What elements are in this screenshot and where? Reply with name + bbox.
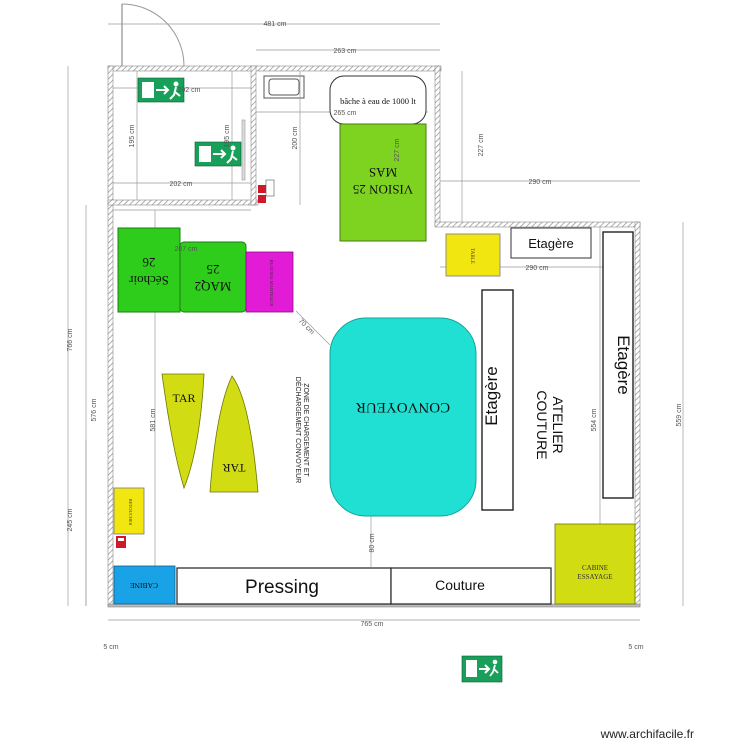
svg-text:202 cm: 202 cm	[170, 181, 193, 188]
dryer-label-1: Séchoir	[128, 273, 168, 288]
svg-text:5 cm: 5 cm	[628, 644, 643, 651]
svg-text:202 cm: 202 cm	[178, 87, 201, 94]
wall-partition-h	[107, 199, 259, 206]
ironing-table-2-label: TAR	[222, 461, 245, 475]
wall-right	[634, 221, 641, 607]
maq-label-1: MAQ2	[195, 279, 232, 294]
exit-sign-icon	[137, 77, 185, 103]
svg-text:COUTURE: COUTURE	[534, 390, 550, 459]
door	[121, 3, 185, 67]
workshop-label: ATELIER COUTURE	[534, 390, 566, 459]
water-tank-label: bâche à eau de 1000 lt	[340, 96, 416, 106]
svg-text:227 cm: 227 cm	[394, 138, 401, 161]
cabin-blue: CABINE	[113, 565, 176, 605]
exit-sign-icon	[461, 655, 503, 683]
svg-text:245 cm: 245 cm	[67, 508, 74, 531]
svg-text:5 cm: 5 cm	[103, 644, 118, 651]
dryer: Séchoir 26	[117, 227, 181, 313]
shelf-top-label: Etagère	[528, 236, 574, 251]
svg-text:227 cm: 227 cm	[478, 133, 485, 156]
svg-text:195 cm: 195 cm	[224, 124, 231, 147]
extinguisher-icon	[116, 536, 126, 548]
watermark[interactable]: www.archifacile.fr	[600, 727, 694, 741]
svg-text:CABINE: CABINE	[582, 564, 608, 572]
vision-label-1: VISION 25	[353, 182, 413, 197]
wall-partition-v	[250, 65, 257, 206]
svg-text:581 cm: 581 cm	[150, 408, 157, 431]
svg-text:DÉCHARGEMENT CONVOYEUR: DÉCHARGEMENT CONVOYEUR	[294, 377, 303, 483]
yellow-table-top-label: TABLE	[469, 248, 474, 264]
ironing-table-1: TAR	[161, 373, 205, 490]
extinguisher-icon	[258, 179, 275, 203]
conveyor-label: CONVOYEUR	[356, 399, 450, 415]
dryer-label-2: 26	[142, 255, 156, 270]
shelf-right: Etagère	[602, 231, 634, 499]
yellow-table-left-label: RETOUCHES	[128, 499, 133, 526]
water-tank: bâche à eau de 1000 lt	[329, 75, 427, 125]
cabin-blue-label: CABINE	[130, 581, 158, 590]
shelf-top: Etagère	[510, 227, 592, 259]
svg-text:766 cm: 766 cm	[67, 328, 74, 351]
svg-text:70 cm: 70 cm	[297, 318, 316, 337]
wall-step	[434, 221, 641, 228]
svg-text:263 cm: 263 cm	[334, 48, 357, 55]
vision-machine: VISION 25 MAS	[339, 123, 427, 242]
svg-text:ATELIER: ATELIER	[550, 396, 566, 453]
svg-text:ZONE DE CHARGEMENT ET: ZONE DE CHARGEMENT ET	[302, 383, 309, 477]
yellow-table-top: TABLE	[445, 233, 501, 277]
yellow-table-left: RETOUCHES	[113, 487, 145, 535]
vision-label-2: MAS	[369, 165, 397, 180]
wall-upper-right	[434, 65, 441, 227]
shelf-middle-label: Etagère	[482, 366, 501, 426]
svg-text:290 cm: 290 cm	[529, 179, 552, 186]
svg-text:554 cm: 554 cm	[591, 408, 598, 431]
wall-left	[107, 65, 114, 607]
magenta-rack-label: BLOUSES MANTEAUX	[269, 260, 274, 308]
svg-text:80 cm: 80 cm	[369, 533, 376, 552]
shelf-middle: Etagère	[481, 289, 514, 511]
svg-text:ESSAYAGE: ESSAYAGE	[577, 573, 612, 581]
magenta-rack: BLOUSES MANTEAUX	[245, 251, 294, 313]
svg-text:765 cm: 765 cm	[361, 621, 384, 628]
couture-counter: Couture	[390, 567, 552, 605]
couture-label: Couture	[435, 577, 485, 593]
svg-text:200 cm: 200 cm	[292, 126, 299, 149]
svg-text:481 cm: 481 cm	[264, 21, 287, 28]
pressing-counter: Pressing	[176, 567, 392, 605]
window	[241, 119, 246, 181]
fitting-room: CABINE ESSAYAGE	[554, 523, 636, 605]
ironing-table-2: TAR	[209, 375, 259, 493]
svg-text:265 cm: 265 cm	[334, 110, 357, 117]
conveyor: CONVOYEUR	[329, 317, 477, 517]
svg-text:559 cm: 559 cm	[676, 403, 683, 426]
svg-text:207 cm: 207 cm	[175, 246, 198, 253]
svg-text:290 cm: 290 cm	[526, 265, 549, 272]
loading-zone-text: ZONE DE CHARGEMENT ET DÉCHARGEMENT CONVO…	[294, 377, 309, 483]
ironing-table-1-label: TAR	[172, 391, 195, 405]
sink-icon	[263, 75, 305, 99]
exit-sign-icon	[194, 141, 242, 167]
shelf-right-label: Etagère	[614, 335, 633, 395]
walls	[107, 65, 641, 608]
svg-text:576 cm: 576 cm	[91, 398, 98, 421]
pressing-label: Pressing	[245, 577, 319, 598]
svg-text:195 cm: 195 cm	[129, 124, 136, 147]
wall-top	[107, 65, 442, 72]
maq-label-2: 25	[207, 262, 220, 277]
dimension-texts: 481 cm 263 cm 265 cm 202 cm 207 cm 202 c…	[67, 21, 683, 651]
